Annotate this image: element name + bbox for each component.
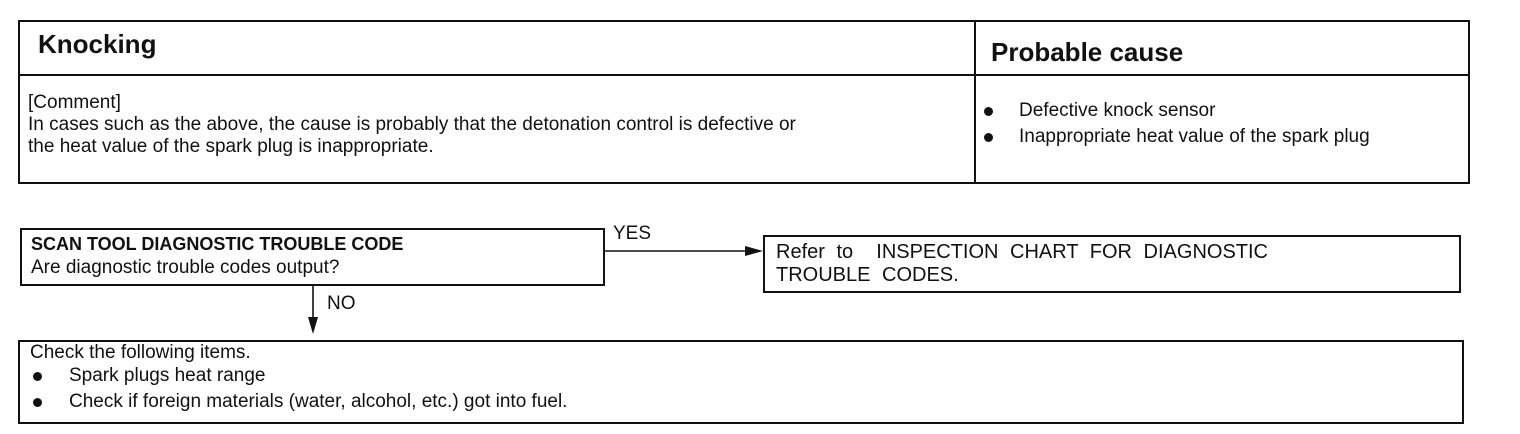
check-item: Spark plugs heat range <box>33 363 567 389</box>
reference-text: Refer to INSPECTION CHART FOR DIAGNOSTIC… <box>776 241 1268 287</box>
comment-label: [Comment] <box>28 92 121 113</box>
probable-cause-header: Probable cause <box>991 37 1184 67</box>
bullet-icon <box>33 397 42 407</box>
check-item-label: Spark plugs heat range <box>69 365 266 386</box>
dtc-box-title: SCAN TOOL DIAGNOSTIC TROUBLE CODE <box>31 234 404 254</box>
check-items-list: Spark plugs heat range Check if foreign … <box>33 363 567 415</box>
dtc-box-question: Are diagnostic trouble codes output? <box>31 257 340 278</box>
symptom-title: Knocking <box>38 29 157 59</box>
symptom-table <box>18 20 1470 184</box>
cause-item: Inappropriate heat value of the spark pl… <box>984 124 1370 150</box>
cause-item-label: Defective knock sensor <box>1019 100 1216 121</box>
check-items-intro: Check the following items. <box>30 342 251 363</box>
probable-cause-list: Defective knock sensor Inappropriate hea… <box>984 98 1370 150</box>
bullet-icon <box>984 106 993 116</box>
bullet-icon <box>984 132 993 142</box>
cause-item-label: Inappropriate heat value of the spark pl… <box>1019 126 1370 147</box>
check-items-box <box>18 340 1464 424</box>
reference-box <box>763 235 1461 293</box>
dtc-decision-box <box>20 228 605 286</box>
table-column-divider <box>974 20 976 184</box>
bullet-icon <box>33 371 42 381</box>
no-label: NO <box>327 293 356 314</box>
comment-line: the heat value of the spark plug is inap… <box>28 136 434 157</box>
reference-line: TROUBLE CODES. <box>776 264 959 286</box>
comment-block: [Comment] In cases such as the above, th… <box>28 92 796 158</box>
check-item-label: Check if foreign materials (water, alcoh… <box>69 391 568 412</box>
reference-line: Refer to INSPECTION CHART FOR DIAGNOSTIC <box>776 241 1268 263</box>
no-arrowhead-icon <box>308 317 318 334</box>
yes-label: YES <box>613 223 652 244</box>
cause-item: Defective knock sensor <box>984 98 1370 124</box>
table-row-divider <box>18 74 1470 76</box>
comment-line: In cases such as the above, the cause is… <box>28 114 796 135</box>
check-item: Check if foreign materials (water, alcoh… <box>33 389 567 415</box>
yes-arrowhead-icon <box>745 246 763 256</box>
